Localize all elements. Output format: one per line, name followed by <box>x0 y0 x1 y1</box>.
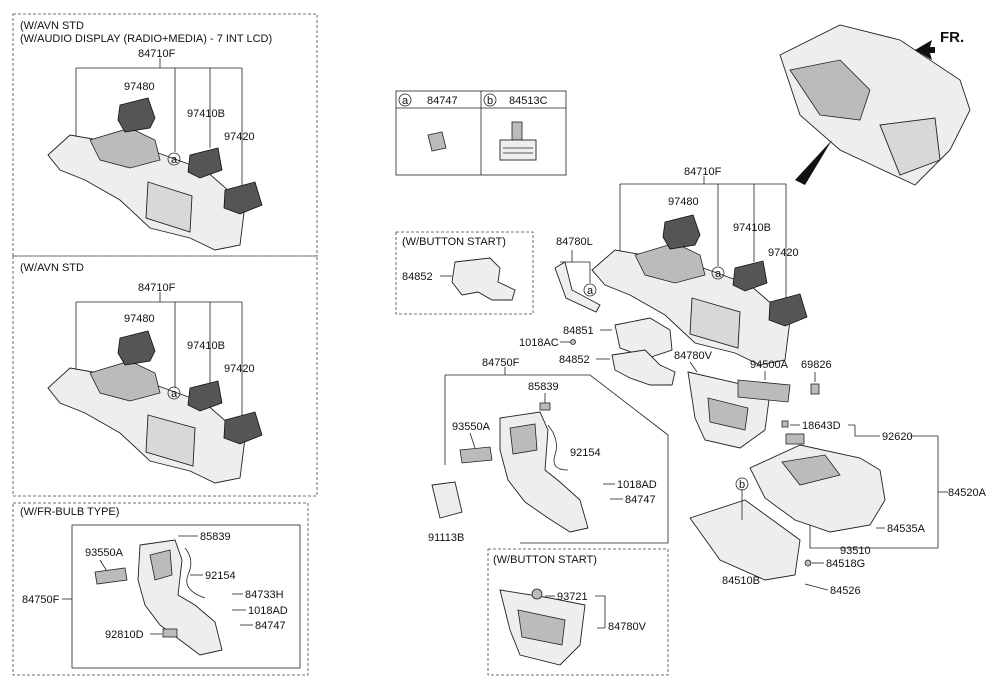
button-start-top-box: (W/BUTTON START) 84852 <box>395 231 534 315</box>
label-93510: 93510 <box>840 545 871 557</box>
crash-pad-assembly-box2: 84710F 97480 97410B 97420 a <box>47 282 263 484</box>
label-97480: 97480 <box>124 81 155 93</box>
label-84535A: 84535A <box>887 523 926 535</box>
crash-pad-assembly-box1: 84710F 97480 97410B 97420 a <box>47 48 263 251</box>
label-84747-center: 84747 <box>625 494 656 506</box>
label-93550A-center: 93550A <box>452 421 491 433</box>
variant-box-fr-bulb <box>12 502 309 676</box>
legend-marker-a: a <box>402 95 409 107</box>
label-92154-box3: 92154 <box>205 570 236 582</box>
label-84733H: 84733H <box>245 589 284 601</box>
label-92154-center: 92154 <box>570 447 601 459</box>
label-84710F-box2: 84710F <box>138 282 176 294</box>
label-84747-box3: 84747 <box>255 620 286 632</box>
variant-box-avn-std <box>12 255 318 497</box>
label-97410B: 97410B <box>187 108 225 120</box>
marker-a-text-box2: a <box>171 388 178 400</box>
label-1018AD-center: 1018AD <box>617 479 657 491</box>
marker-a-box2 <box>167 386 181 400</box>
label-97480-box2: 97480 <box>124 313 155 325</box>
label-97420: 97420 <box>224 131 255 143</box>
marker-a-main <box>711 266 725 280</box>
label-97480-main: 97480 <box>668 196 699 208</box>
label-93721: 93721 <box>557 591 588 603</box>
label-92620: 92620 <box>882 431 913 443</box>
label-84520A: 84520A <box>948 487 987 499</box>
label-84780V-main: 84780V <box>674 350 713 362</box>
label-84710F-main: 84710F <box>684 166 722 178</box>
front-indicator: FR. <box>940 29 964 46</box>
button-start-top-header: (W/BUTTON START) <box>402 236 506 248</box>
label-85839-center: 85839 <box>528 381 559 393</box>
center-fascia-main: 84750F 85839 93550A 92154 1018AD 84747 9… <box>428 357 669 544</box>
crash-pad-assembly-main: 84710F 97480 97410B 97420 a 84780L a 848… <box>519 166 987 597</box>
label-84710F: 84710F <box>138 48 176 60</box>
marker-b-main <box>735 477 749 491</box>
label-91113B: 91113B <box>428 532 464 544</box>
label-84780V-bottom: 84780V <box>608 621 647 633</box>
marker-a-text-84780L: a <box>587 285 594 297</box>
label-84526: 84526 <box>830 585 861 597</box>
label-84780L: 84780L <box>556 236 593 248</box>
button-start-bottom-box: (W/BUTTON START) 93721 84780V <box>487 548 669 676</box>
box1-header-line1: (W/AVN STD <box>20 20 84 32</box>
marker-a-text-main: a <box>715 268 722 280</box>
label-97420-main: 97420 <box>768 247 799 259</box>
label-97420-box2: 97420 <box>224 363 255 375</box>
label-97410B-box2: 97410B <box>187 340 225 352</box>
label-69826: 69826 <box>801 359 832 371</box>
label-84518G: 84518G <box>826 558 865 570</box>
label-84750F-center: 84750F <box>482 357 520 369</box>
label-93550A-box3: 93550A <box>85 547 124 559</box>
label-18643D: 18643D <box>802 420 841 432</box>
label-84510B: 84510B <box>722 575 760 587</box>
box1-header-line2: (W/AUDIO DISPLAY (RADIO+MEDIA) - 7 INT L… <box>20 33 272 45</box>
legend-table: a 84747 b 84513C <box>395 90 567 176</box>
label-84750F-left: 84750F <box>22 594 60 606</box>
label-92810D: 92810D <box>105 629 144 641</box>
label-84852-main: 84852 <box>559 354 590 366</box>
legend-marker-b: b <box>487 95 493 107</box>
label-84851: 84851 <box>563 325 594 337</box>
label-97410B-main: 97410B <box>733 222 771 234</box>
box3-header: (W/FR-BULB TYPE) <box>20 506 119 518</box>
label-94500A: 94500A <box>750 359 789 371</box>
center-fascia-fr-bulb: 84750F 85839 93550A 92154 84733H 1018AD … <box>22 524 301 669</box>
marker-a-text-box1: a <box>171 154 178 166</box>
box2-header: (W/AVN STD <box>20 262 84 274</box>
marker-a-box1 <box>167 152 181 166</box>
label-1018AC: 1018AC <box>519 337 559 349</box>
button-start-bottom-header: (W/BUTTON START) <box>493 554 597 566</box>
legend-part-a: 84747 <box>427 95 458 107</box>
vehicle-interior-overview: FR. <box>779 24 971 186</box>
label-1018AD-box3: 1018AD <box>248 605 288 617</box>
label-84852-top: 84852 <box>402 271 433 283</box>
marker-b-text-main: b <box>739 479 745 491</box>
marker-a-84780L <box>583 283 597 297</box>
legend-part-b: 84513C <box>509 95 548 107</box>
label-85839-box3: 85839 <box>200 531 231 543</box>
